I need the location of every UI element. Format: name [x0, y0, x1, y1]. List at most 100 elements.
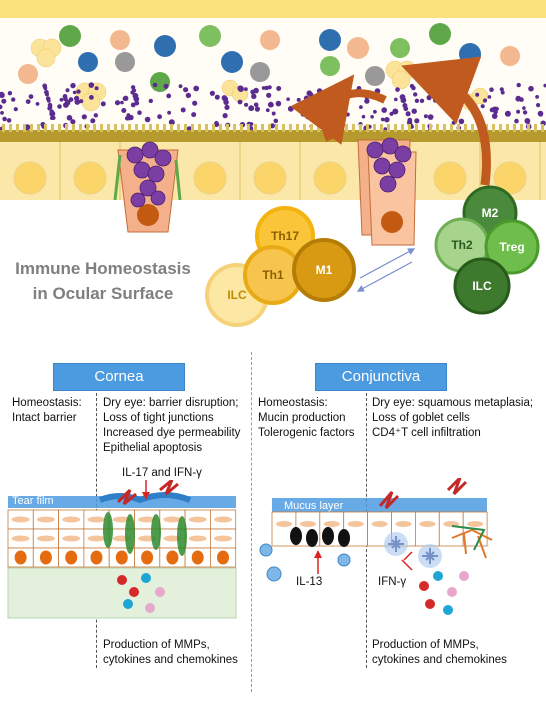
mucin-dot [224, 104, 230, 110]
mucin-dot [491, 113, 498, 119]
microvillus [289, 124, 292, 132]
microvillus [282, 124, 285, 132]
mucin-dot [286, 97, 290, 101]
mucin-dot [49, 110, 56, 117]
mucin-dot [244, 102, 249, 107]
mucin-dot [191, 112, 197, 118]
corneal-nucleus [36, 516, 55, 523]
mucin-dot [361, 114, 366, 119]
mucin-dot [427, 114, 434, 120]
mucin-dot [380, 117, 385, 122]
mucin-dot [411, 108, 417, 114]
microvillus [443, 124, 446, 132]
mucin-dot [389, 111, 394, 116]
corneal-nucleus [214, 535, 232, 542]
mucin-dot [59, 97, 64, 102]
corneal-nucleus [141, 550, 154, 565]
mucin-dot [64, 99, 71, 106]
mucin-dot [482, 98, 488, 103]
microvillus [296, 124, 299, 132]
corneal-nucleus [138, 516, 157, 523]
mucin-dot [409, 83, 415, 89]
cornea-production-line: Production of MMPs, [103, 639, 210, 651]
goblet-cell-left [113, 141, 182, 233]
mucin-dot [94, 86, 99, 91]
microvillus [310, 124, 313, 132]
microvillus [520, 124, 523, 132]
mucin-dot [63, 96, 68, 102]
microvillus [429, 124, 432, 132]
microvillus [457, 124, 460, 132]
mucin-dot [500, 90, 505, 95]
mucin-dot [268, 102, 274, 108]
mucin-dot [489, 87, 494, 92]
mucin-dot [384, 117, 390, 123]
mucin-dot [237, 85, 244, 92]
mucin-dot [124, 116, 130, 121]
mucin-dot [309, 96, 313, 101]
corneal-nucleus [11, 516, 30, 523]
mucin-dot [209, 90, 215, 96]
m1-label: M1 [316, 263, 333, 277]
mucin-dot [122, 96, 128, 101]
microvillus [9, 124, 12, 132]
microvillus [471, 124, 474, 132]
corneal-nucleus [163, 516, 182, 523]
conjunctival-cell [414, 511, 440, 547]
mucin-dot [405, 111, 411, 117]
m2-label: M2 [482, 206, 499, 220]
epithelial-nucleus [253, 161, 287, 195]
mucin-dot [458, 118, 465, 125]
mucin-dot [522, 106, 526, 110]
mucin-dot [338, 86, 344, 92]
mucin-dot [51, 115, 56, 120]
corneal-nucleus [87, 516, 106, 523]
mucin-dot [487, 95, 492, 99]
conjunctival-nucleus [467, 521, 484, 527]
cornea-production-line: cytokines and chemokines [103, 654, 238, 666]
mucin-dot [524, 118, 531, 124]
mucin-dot [273, 118, 279, 124]
mucin-dot [516, 109, 521, 114]
mucin-dot [303, 95, 310, 102]
corneal-nucleus [163, 535, 182, 542]
epithelial-nucleus [73, 161, 107, 195]
microvillus [30, 124, 33, 132]
mucin-dot [45, 92, 49, 97]
mucin-dot [249, 122, 254, 126]
mucin-dot [296, 97, 301, 102]
mucin-dot [494, 106, 499, 111]
mucin-dot [1, 98, 7, 104]
microvillus [100, 124, 103, 132]
mucin-dot [414, 118, 420, 124]
mucin-dot [543, 83, 546, 88]
cornea-dry-eye-line: Increased dye permeability [103, 427, 241, 439]
microvillus [303, 124, 306, 132]
mucin-dot [419, 98, 425, 104]
mucin-dot [392, 108, 399, 115]
microvillus [450, 124, 453, 132]
immune-cell-ilc-right: ILC [453, 257, 511, 315]
corneal-nucleus [65, 550, 78, 565]
mucin-dot [515, 95, 522, 102]
conjunctiva-dry-eye-line: Loss of goblet cells [372, 412, 470, 424]
goblet-cell-right [357, 137, 417, 246]
microvillus [205, 124, 208, 132]
mucin-dot [504, 110, 511, 117]
microvillus [415, 124, 418, 132]
microvillus [275, 124, 278, 132]
mucin-dot [167, 110, 172, 115]
mucin-dot [25, 99, 31, 104]
microvillus [79, 124, 82, 132]
microvillus [373, 124, 376, 132]
mucin-dot [403, 106, 409, 112]
microvillus [527, 124, 530, 132]
microvillus [422, 124, 425, 132]
mucin-dot [275, 100, 282, 107]
microvillus [408, 124, 411, 132]
treg-label: Treg [499, 240, 524, 254]
conjunctival-nucleus [299, 521, 316, 527]
mucin-dot [253, 102, 259, 108]
mucin-dot [79, 99, 84, 104]
conjunctiva-production: Production of MMPs, cytokines and chemok… [372, 638, 507, 668]
